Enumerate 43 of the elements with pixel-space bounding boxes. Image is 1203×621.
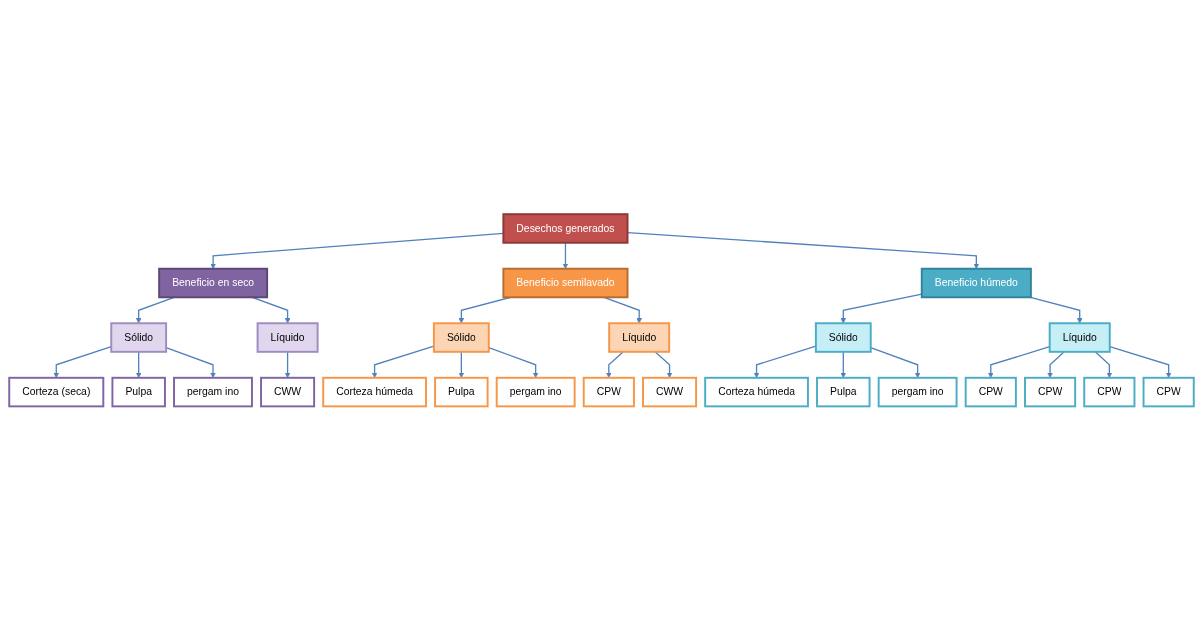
node-box xyxy=(256,322,319,353)
arrow xyxy=(135,296,175,324)
arrow xyxy=(603,296,643,324)
node-box xyxy=(964,377,1017,408)
arrow xyxy=(1109,346,1172,379)
node-box xyxy=(260,377,316,408)
node-box xyxy=(1048,322,1111,353)
node-box xyxy=(877,377,958,408)
arrow xyxy=(284,351,291,379)
node-box xyxy=(704,377,809,408)
node-box xyxy=(502,267,629,299)
arrow xyxy=(1029,296,1083,324)
node-box xyxy=(642,377,698,408)
arrow xyxy=(1094,351,1113,379)
node-box xyxy=(158,267,269,299)
node-box xyxy=(608,322,671,353)
node-box xyxy=(816,377,871,408)
arrow xyxy=(1047,351,1065,379)
diagram: Desechos generados Beneficio en seco Beneficio semilavado Beneficio húmedo Sólido Líquido Corteza (seca) Pulpa pergam ino CWW Sólido Líquido Corteza húmeda Pulpa pergam ino CPW CWW Sólido Líquido Corteza húmeda Pulpa pergam ino CPW CPW CPW CPW xyxy=(4,209,1199,412)
node-box xyxy=(1142,377,1195,408)
node-box xyxy=(8,377,105,408)
arrow xyxy=(840,351,847,379)
node-box xyxy=(495,377,576,408)
arrow xyxy=(654,351,673,379)
node-box xyxy=(814,322,872,353)
arrow xyxy=(870,347,921,379)
arrow xyxy=(458,351,465,379)
arrow xyxy=(135,351,142,379)
arrow xyxy=(488,347,539,379)
arrow xyxy=(605,351,624,379)
arrow xyxy=(562,242,569,270)
node-box xyxy=(322,377,427,408)
node-box xyxy=(432,322,490,353)
arrow xyxy=(53,346,112,379)
node-box xyxy=(110,322,168,353)
node-box xyxy=(111,377,166,408)
node-box xyxy=(1024,377,1077,408)
node-box xyxy=(1083,377,1136,408)
node-box xyxy=(920,267,1032,299)
node-box xyxy=(582,377,635,408)
node-box xyxy=(434,377,489,408)
node-box xyxy=(502,213,629,244)
node-box xyxy=(173,377,253,408)
